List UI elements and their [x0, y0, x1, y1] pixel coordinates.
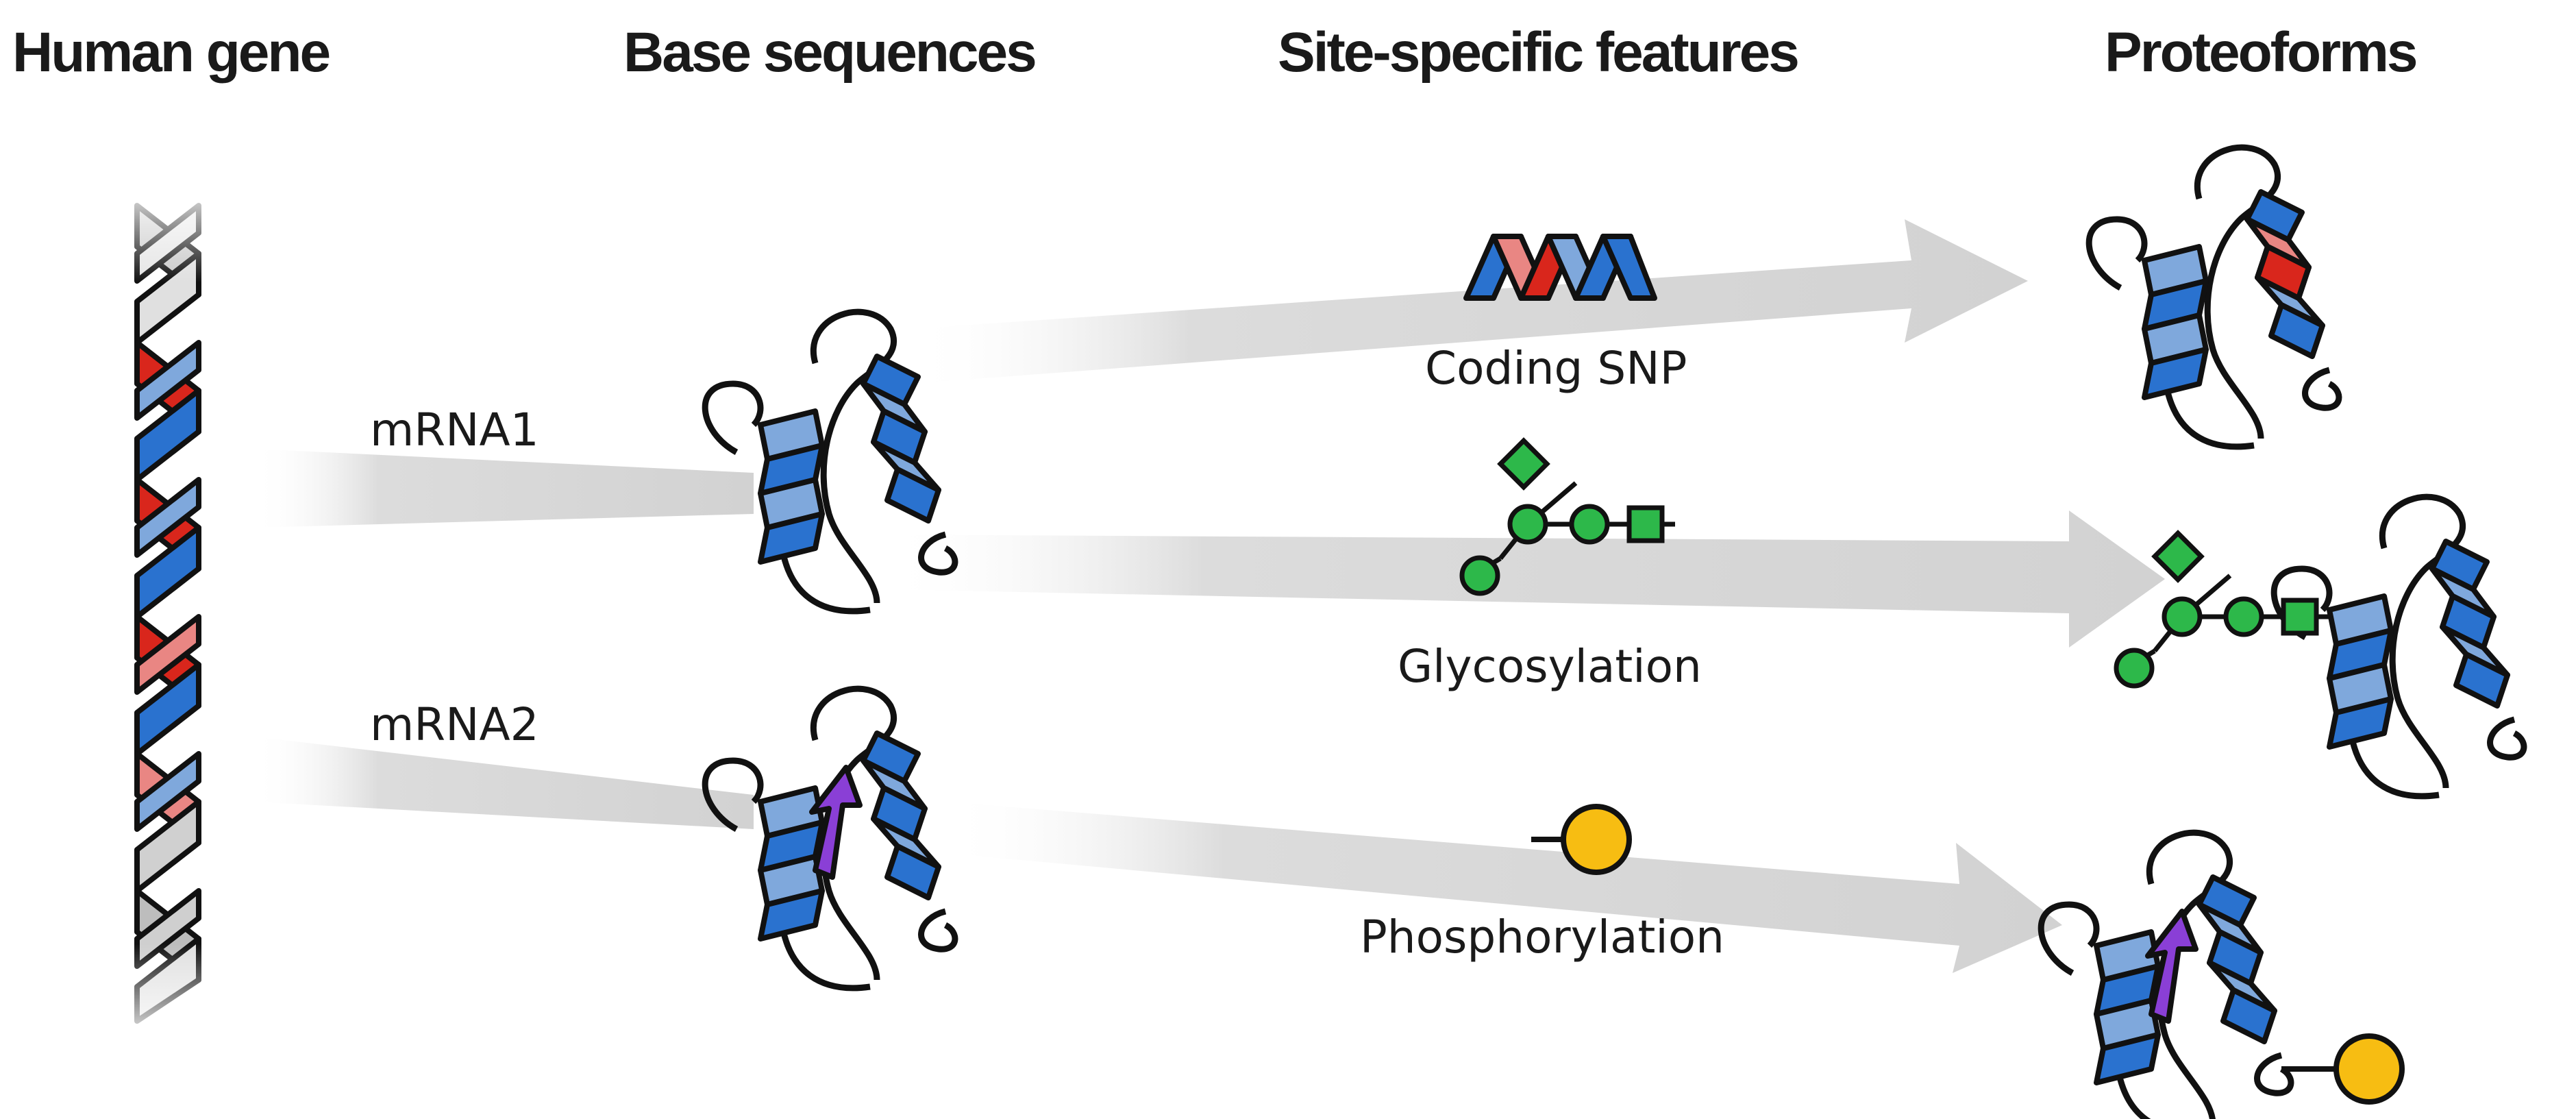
label-glycosylation: Glycosylation: [1398, 640, 1702, 693]
arrow-mrna1: [253, 449, 754, 528]
dna-double-helix-icon: [123, 178, 212, 1048]
proteoform-snp-icon: [2089, 147, 2339, 447]
heading-human-gene: Human gene: [12, 21, 329, 84]
arrow-snp: [911, 219, 2028, 384]
proteoform-glycan-attachment-icon: [2116, 533, 2329, 686]
base-protein-with-strand-icon: [705, 689, 955, 988]
arrow-glycosylation: [884, 511, 2165, 648]
flow-arrows: [253, 219, 2165, 973]
snp-helix-icon: [1463, 234, 1657, 301]
label-mrna1: mRNA1: [370, 404, 539, 456]
label-mrna2: mRNA2: [370, 698, 539, 751]
proteoform-glycosylated-icon: [2274, 497, 2524, 796]
heading-proteoforms: Proteoforms: [2105, 21, 2416, 84]
label-phosphorylation: Phosphorylation: [1360, 911, 1724, 963]
label-coding-snp: Coding SNP: [1425, 342, 1687, 395]
arrow-mrna2: [253, 737, 754, 829]
phosphate-group-icon: [1531, 804, 1632, 875]
arrow-phosphorylation: [945, 802, 2062, 973]
heading-base-sequences: Base sequences: [623, 21, 1035, 84]
heading-site-specific-features: Site-specific features: [1278, 21, 1798, 84]
proteoform-phosphorylated-icon: [2041, 833, 2405, 1119]
